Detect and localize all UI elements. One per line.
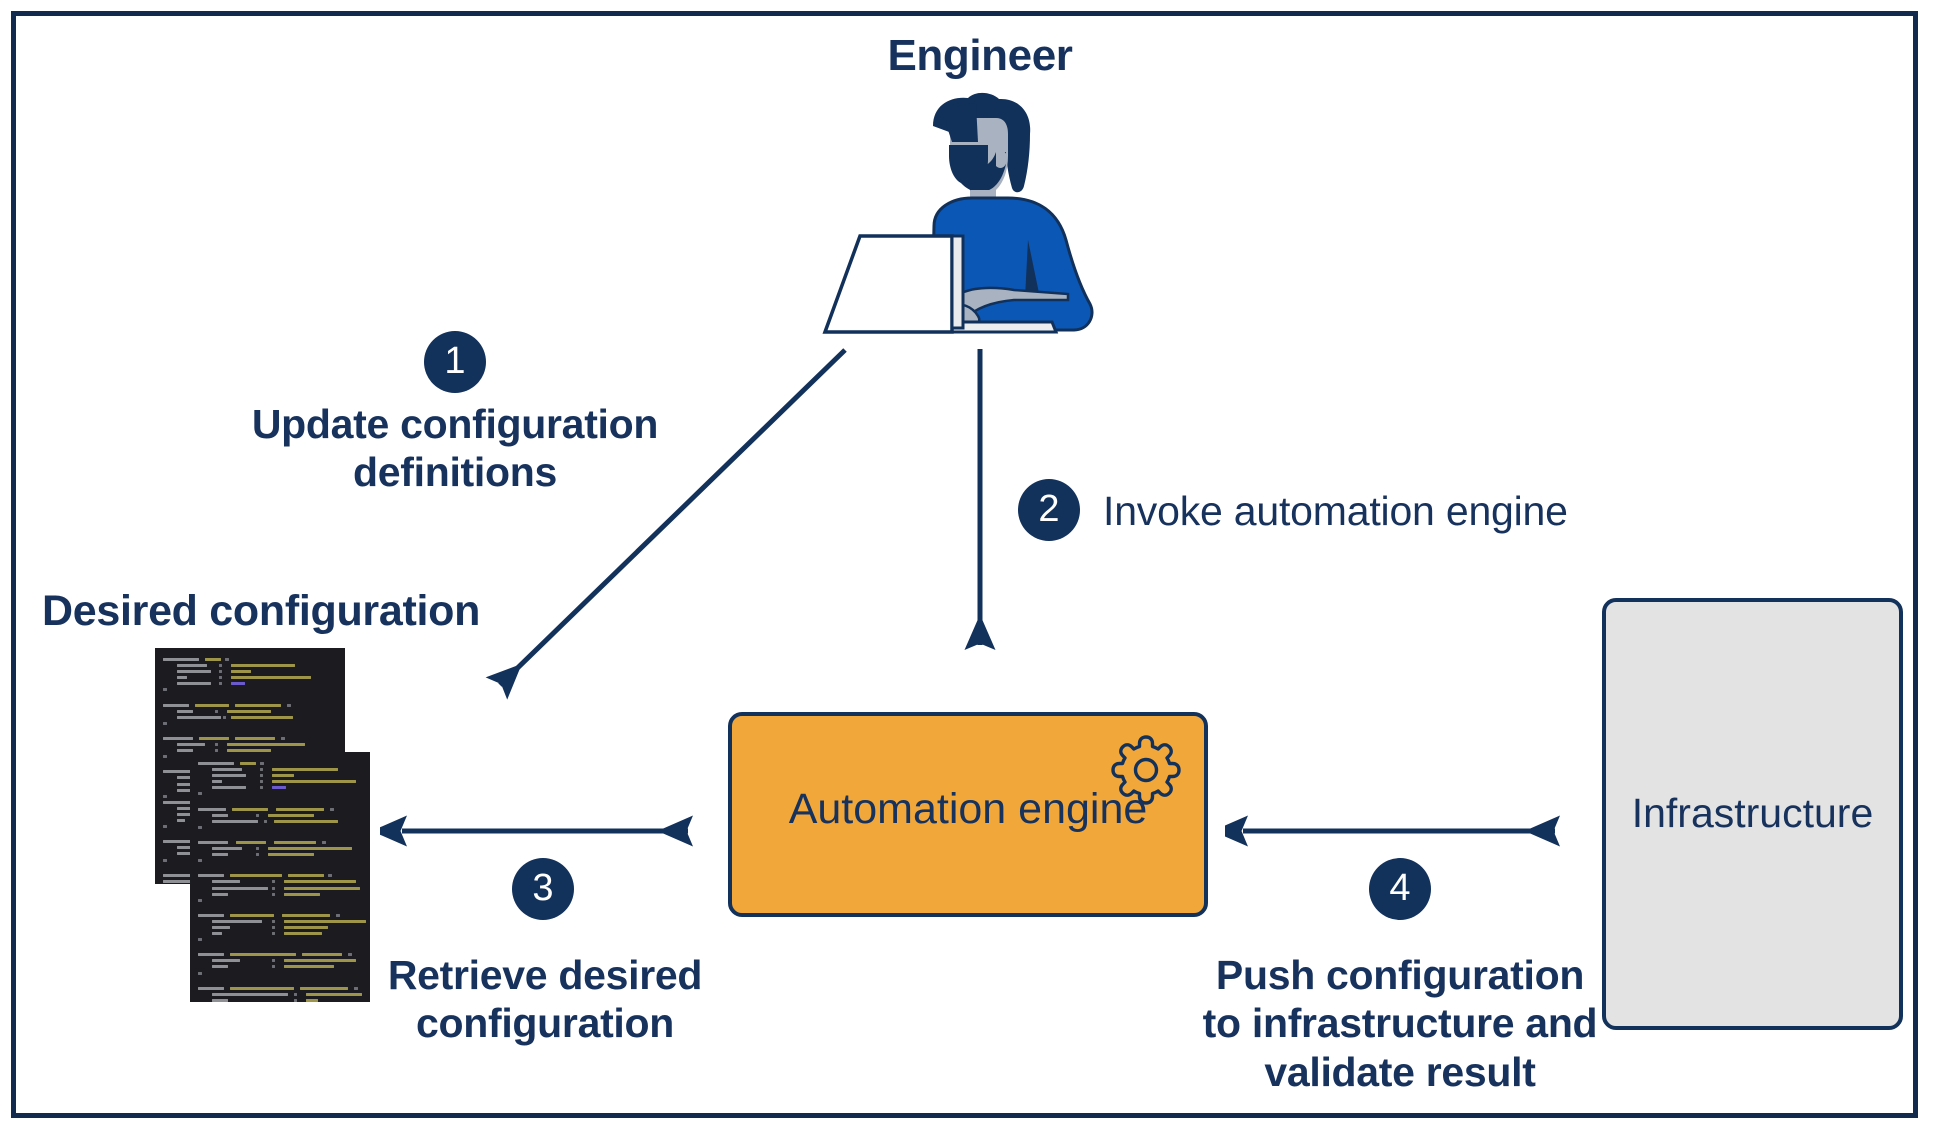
engineer-title-text: Engineer (887, 31, 1073, 80)
step-1-label-line1: Update configuration (251, 401, 659, 447)
gear-icon (1109, 732, 1183, 806)
step-2-number: 2 (1038, 488, 1060, 530)
desired-configuration-title: Desired configuration (42, 586, 480, 637)
automation-engine-box[interactable]: Automation engine (728, 712, 1208, 917)
step-3-label-line2: configuration (415, 1000, 675, 1047)
step-4-label: Push configuration to infrastructure and… (1170, 951, 1630, 1096)
diagram-frame-border (11, 11, 1918, 1118)
code-content-front (190, 752, 370, 1002)
step-4-number: 4 (1389, 867, 1411, 909)
engineer-at-laptop-icon (800, 90, 1130, 340)
engineer-title: Engineer (820, 30, 1140, 80)
step-4-badge: 4 (1369, 858, 1431, 920)
step-3-badge: 3 (512, 858, 574, 920)
automation-engine-label: Automation engine (788, 785, 1148, 833)
infrastructure-box[interactable]: Infrastructure (1602, 598, 1903, 1030)
step-1-number: 1 (444, 340, 466, 382)
desired-configuration-title-text: Desired configuration (42, 587, 481, 635)
step-2-badge: 2 (1018, 479, 1080, 541)
step-4-label-line3: validate result (1264, 1048, 1536, 1095)
step-1-badge: 1 (424, 331, 486, 393)
step-4-label-line1: Push configuration (1215, 952, 1585, 998)
desired-config-code-card-front (190, 752, 370, 1002)
arrow-diagonal-down-left (470, 345, 860, 705)
step-3-number: 3 (532, 867, 554, 909)
arrow-bidirectional-engine-infrastructure (1212, 805, 1575, 857)
step-2-label: Invoke automation engine (1103, 487, 1568, 535)
arrow-bidirectional-config-engine (371, 805, 710, 857)
step-3-label-line1: Retrieve desired (387, 952, 703, 998)
step-3-label: Retrieve desired configuration (330, 951, 760, 1048)
step-2-label-line1: Invoke automation engine (1103, 488, 1568, 534)
step-4-label-line2: to infrastructure and (1202, 1000, 1598, 1047)
infrastructure-label: Infrastructure (1631, 790, 1874, 836)
step-1-label-line2: definitions (353, 449, 557, 496)
step-1-label: Update configuration definitions (190, 400, 720, 497)
arrow-down (950, 345, 1010, 665)
